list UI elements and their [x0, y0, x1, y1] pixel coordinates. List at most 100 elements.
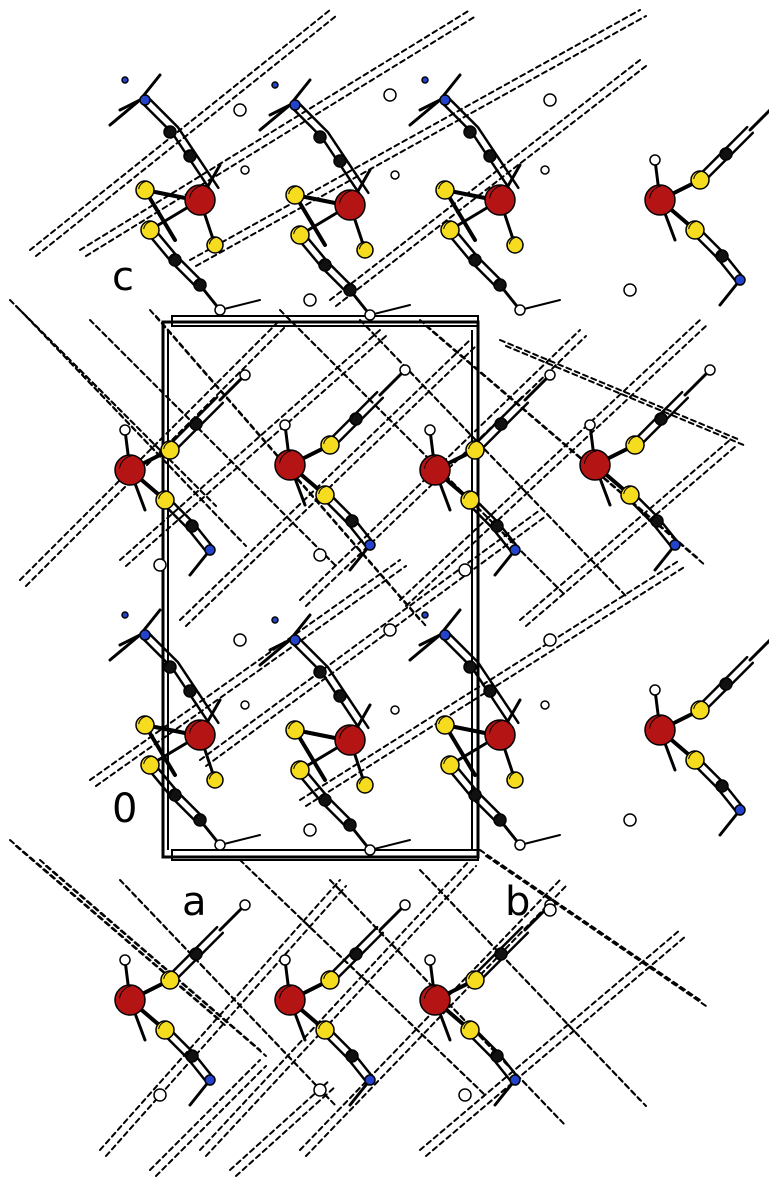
- hydrogen-bond: [329, 59, 641, 301]
- hydrogen-bond: [235, 1085, 337, 1177]
- carbon-atom: [494, 947, 508, 961]
- hydrogen-atom: [119, 424, 131, 436]
- nitrogen-atom: [364, 1074, 376, 1086]
- sulfur-atom: [356, 241, 374, 259]
- metal-atom: [114, 454, 146, 486]
- molecule-layer: [108, 73, 769, 1107]
- hydrogen-atom: [543, 633, 557, 647]
- hydrogen-bond: [305, 565, 687, 807]
- sulfur-atom: [140, 755, 160, 775]
- carbon-atom: [650, 514, 664, 528]
- bond: [523, 373, 552, 402]
- carbon-atom: [494, 417, 508, 431]
- hydrogen-atom: [623, 813, 637, 827]
- carbon-atom: [468, 253, 482, 267]
- hydrogen-atom: [240, 700, 250, 710]
- metal-atom: [114, 984, 146, 1016]
- carbon-atom: [189, 417, 203, 431]
- molecule: [114, 369, 251, 577]
- bond: [219, 299, 261, 311]
- carbon-atom: [719, 677, 733, 691]
- sulfur-atom: [435, 180, 455, 200]
- bond: [378, 903, 407, 932]
- metal-atom: [274, 449, 306, 481]
- sulfur-atom: [460, 1020, 480, 1040]
- sulfur-atom: [160, 440, 180, 460]
- bond: [446, 95, 480, 129]
- carbon-atom: [463, 660, 477, 674]
- hydrogen-bond: [149, 1059, 261, 1171]
- molecule: [644, 108, 769, 307]
- molecule: [408, 73, 561, 316]
- hydrogen-bond: [399, 319, 701, 601]
- nitrogen-atom: [139, 629, 151, 641]
- hydrogen-atom: [313, 548, 327, 562]
- hydrogen-bond: [85, 15, 477, 257]
- carbon-atom: [318, 793, 332, 807]
- hydrogen-atom: [399, 364, 411, 376]
- bond: [296, 100, 330, 134]
- bond: [476, 255, 505, 284]
- carbon-atom: [168, 253, 182, 267]
- hydrogen-bond: [155, 1065, 267, 1177]
- sulfur-atom: [685, 220, 705, 240]
- carbon-atom: [715, 779, 729, 793]
- carbon-atom: [349, 947, 363, 961]
- bond: [296, 635, 330, 669]
- hydrogen-bond: [15, 305, 217, 507]
- carbon-atom: [715, 249, 729, 263]
- bond: [218, 373, 247, 402]
- carbon-atom: [163, 125, 177, 139]
- bond: [197, 691, 220, 725]
- bond: [320, 801, 349, 830]
- bond: [347, 696, 370, 730]
- hydrogen-bond: [229, 1079, 331, 1171]
- hydrogen-atom: [313, 1083, 327, 1097]
- bond: [446, 630, 480, 664]
- carbon-atom: [493, 278, 507, 292]
- carbon-atom: [483, 149, 497, 163]
- molecule: [108, 73, 261, 316]
- sulfur-atom: [140, 220, 160, 240]
- carbon-atom: [483, 684, 497, 698]
- hydrogen-bond: [305, 885, 567, 1157]
- carbon-atom: [313, 665, 327, 679]
- bond: [470, 261, 499, 290]
- hydrogen-bond: [45, 865, 267, 1057]
- sulfur-atom: [620, 485, 640, 505]
- axis-label-a: a: [182, 879, 207, 925]
- sulfur-atom: [440, 755, 460, 775]
- hydrogen-bond: [405, 325, 707, 607]
- hydrogen-bond: [89, 559, 401, 781]
- bond: [170, 261, 199, 290]
- metal-atom: [644, 184, 676, 216]
- sulfur-atom: [440, 220, 460, 240]
- bond: [470, 796, 499, 825]
- hydrogen-atom: [424, 954, 436, 966]
- sulfur-atom: [320, 970, 340, 990]
- bond: [369, 304, 411, 316]
- sulfur-atom: [465, 970, 485, 990]
- bond: [497, 156, 520, 190]
- hydrogen-atom: [649, 154, 661, 166]
- sulfur-atom: [160, 970, 180, 990]
- hydrogen-bond: [199, 509, 541, 761]
- bond: [258, 103, 292, 132]
- carbon-atom: [185, 519, 199, 533]
- hydrogen-bond: [485, 855, 707, 1007]
- molecule: [274, 899, 411, 1107]
- hydrogen-bond: [95, 565, 407, 787]
- carbon-atom: [168, 788, 182, 802]
- bond: [326, 795, 355, 824]
- metal-atom: [419, 454, 451, 486]
- molecule: [644, 638, 769, 837]
- hydrogen-atom: [704, 364, 716, 376]
- molecule: [258, 613, 411, 856]
- bond: [146, 630, 180, 664]
- bond: [108, 98, 142, 127]
- sulfur-atom: [506, 771, 524, 789]
- bond: [748, 638, 769, 662]
- nitrogen-atom: [439, 94, 451, 106]
- carbon-atom: [345, 514, 359, 528]
